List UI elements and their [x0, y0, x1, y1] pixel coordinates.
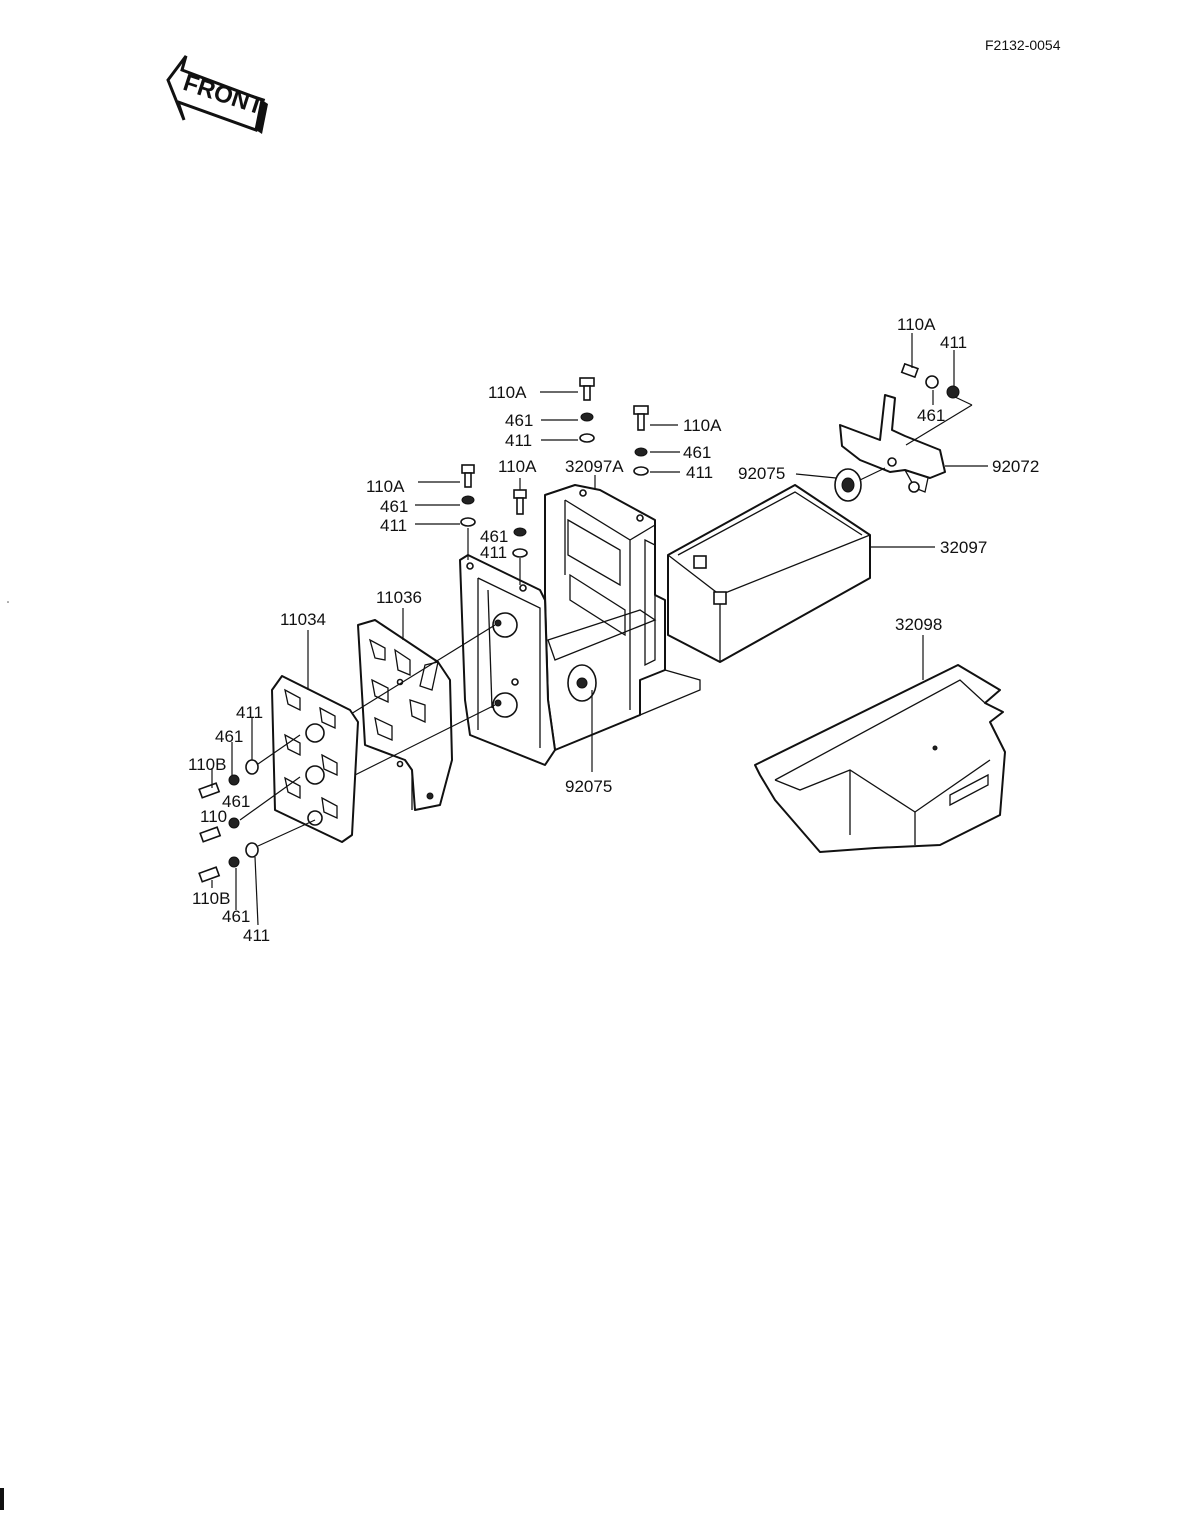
label-11034: 11034 [280, 610, 326, 629]
battery-case-32097 [667, 484, 871, 663]
label-92075-upper: 92075 [738, 464, 785, 483]
hardware-left-mid [512, 478, 528, 585]
front-arrow-icon: FRONT [166, 55, 268, 134]
label-32098: 32098 [895, 615, 942, 634]
label-411-left-top: 411 [380, 516, 407, 535]
plate-11034 [271, 675, 359, 843]
label-461-left-top: 461 [380, 497, 408, 516]
scan-edge-mark [0, 1488, 4, 1510]
figure-code: F2132-0054 [985, 37, 1061, 53]
label-92075-lower: 92075 [565, 777, 612, 796]
label-461-left-mid: 461 [480, 527, 508, 546]
label-110a-left-top: 110A [366, 477, 405, 496]
label-110a-center-right: 110A [683, 416, 722, 435]
label-461-plate-mid: 461 [222, 792, 250, 811]
hardware-right-bracket [900, 333, 973, 446]
grommet-92075-lower [567, 664, 597, 772]
label-461-right: 461 [917, 406, 945, 425]
label-11036: 11036 [376, 588, 422, 607]
label-110-plate-mid: 110 [200, 807, 227, 826]
label-411-plate-bottom: 411 [243, 926, 270, 945]
label-411-left-mid: 411 [480, 543, 507, 562]
label-110a-right: 110A [897, 315, 936, 334]
label-32097: 32097 [940, 538, 987, 557]
label-411-plate-top: 411 [236, 703, 263, 722]
label-32097a: 32097A [565, 457, 624, 476]
label-411-right: 411 [940, 333, 967, 352]
bracket-92072 [839, 394, 946, 493]
hardware-left-top [415, 464, 476, 560]
shield-11036 [357, 619, 453, 811]
label-411-center-right: 411 [686, 463, 713, 482]
label-461-plate-top: 461 [215, 727, 243, 746]
label-92072: 92072 [992, 457, 1039, 476]
label-110a-left-mid: 110A [498, 457, 537, 476]
label-110a-center-top: 110A [488, 383, 527, 402]
label-110b-plate-bottom: 110B [192, 889, 230, 908]
label-411-center-top: 411 [505, 431, 532, 450]
label-461-plate-bottom: 461 [222, 907, 250, 926]
grommet-92075-upper [795, 467, 886, 502]
tray-32098 [754, 664, 1006, 853]
frame-left-side [459, 554, 556, 766]
label-110b-plate-top: 110B [188, 755, 226, 774]
label-461-center-right: 461 [683, 443, 711, 462]
hardware-center-top [540, 377, 595, 443]
hardware-center-right [633, 405, 680, 476]
hardware-plate [198, 718, 316, 926]
label-461-center-top: 461 [505, 411, 533, 430]
